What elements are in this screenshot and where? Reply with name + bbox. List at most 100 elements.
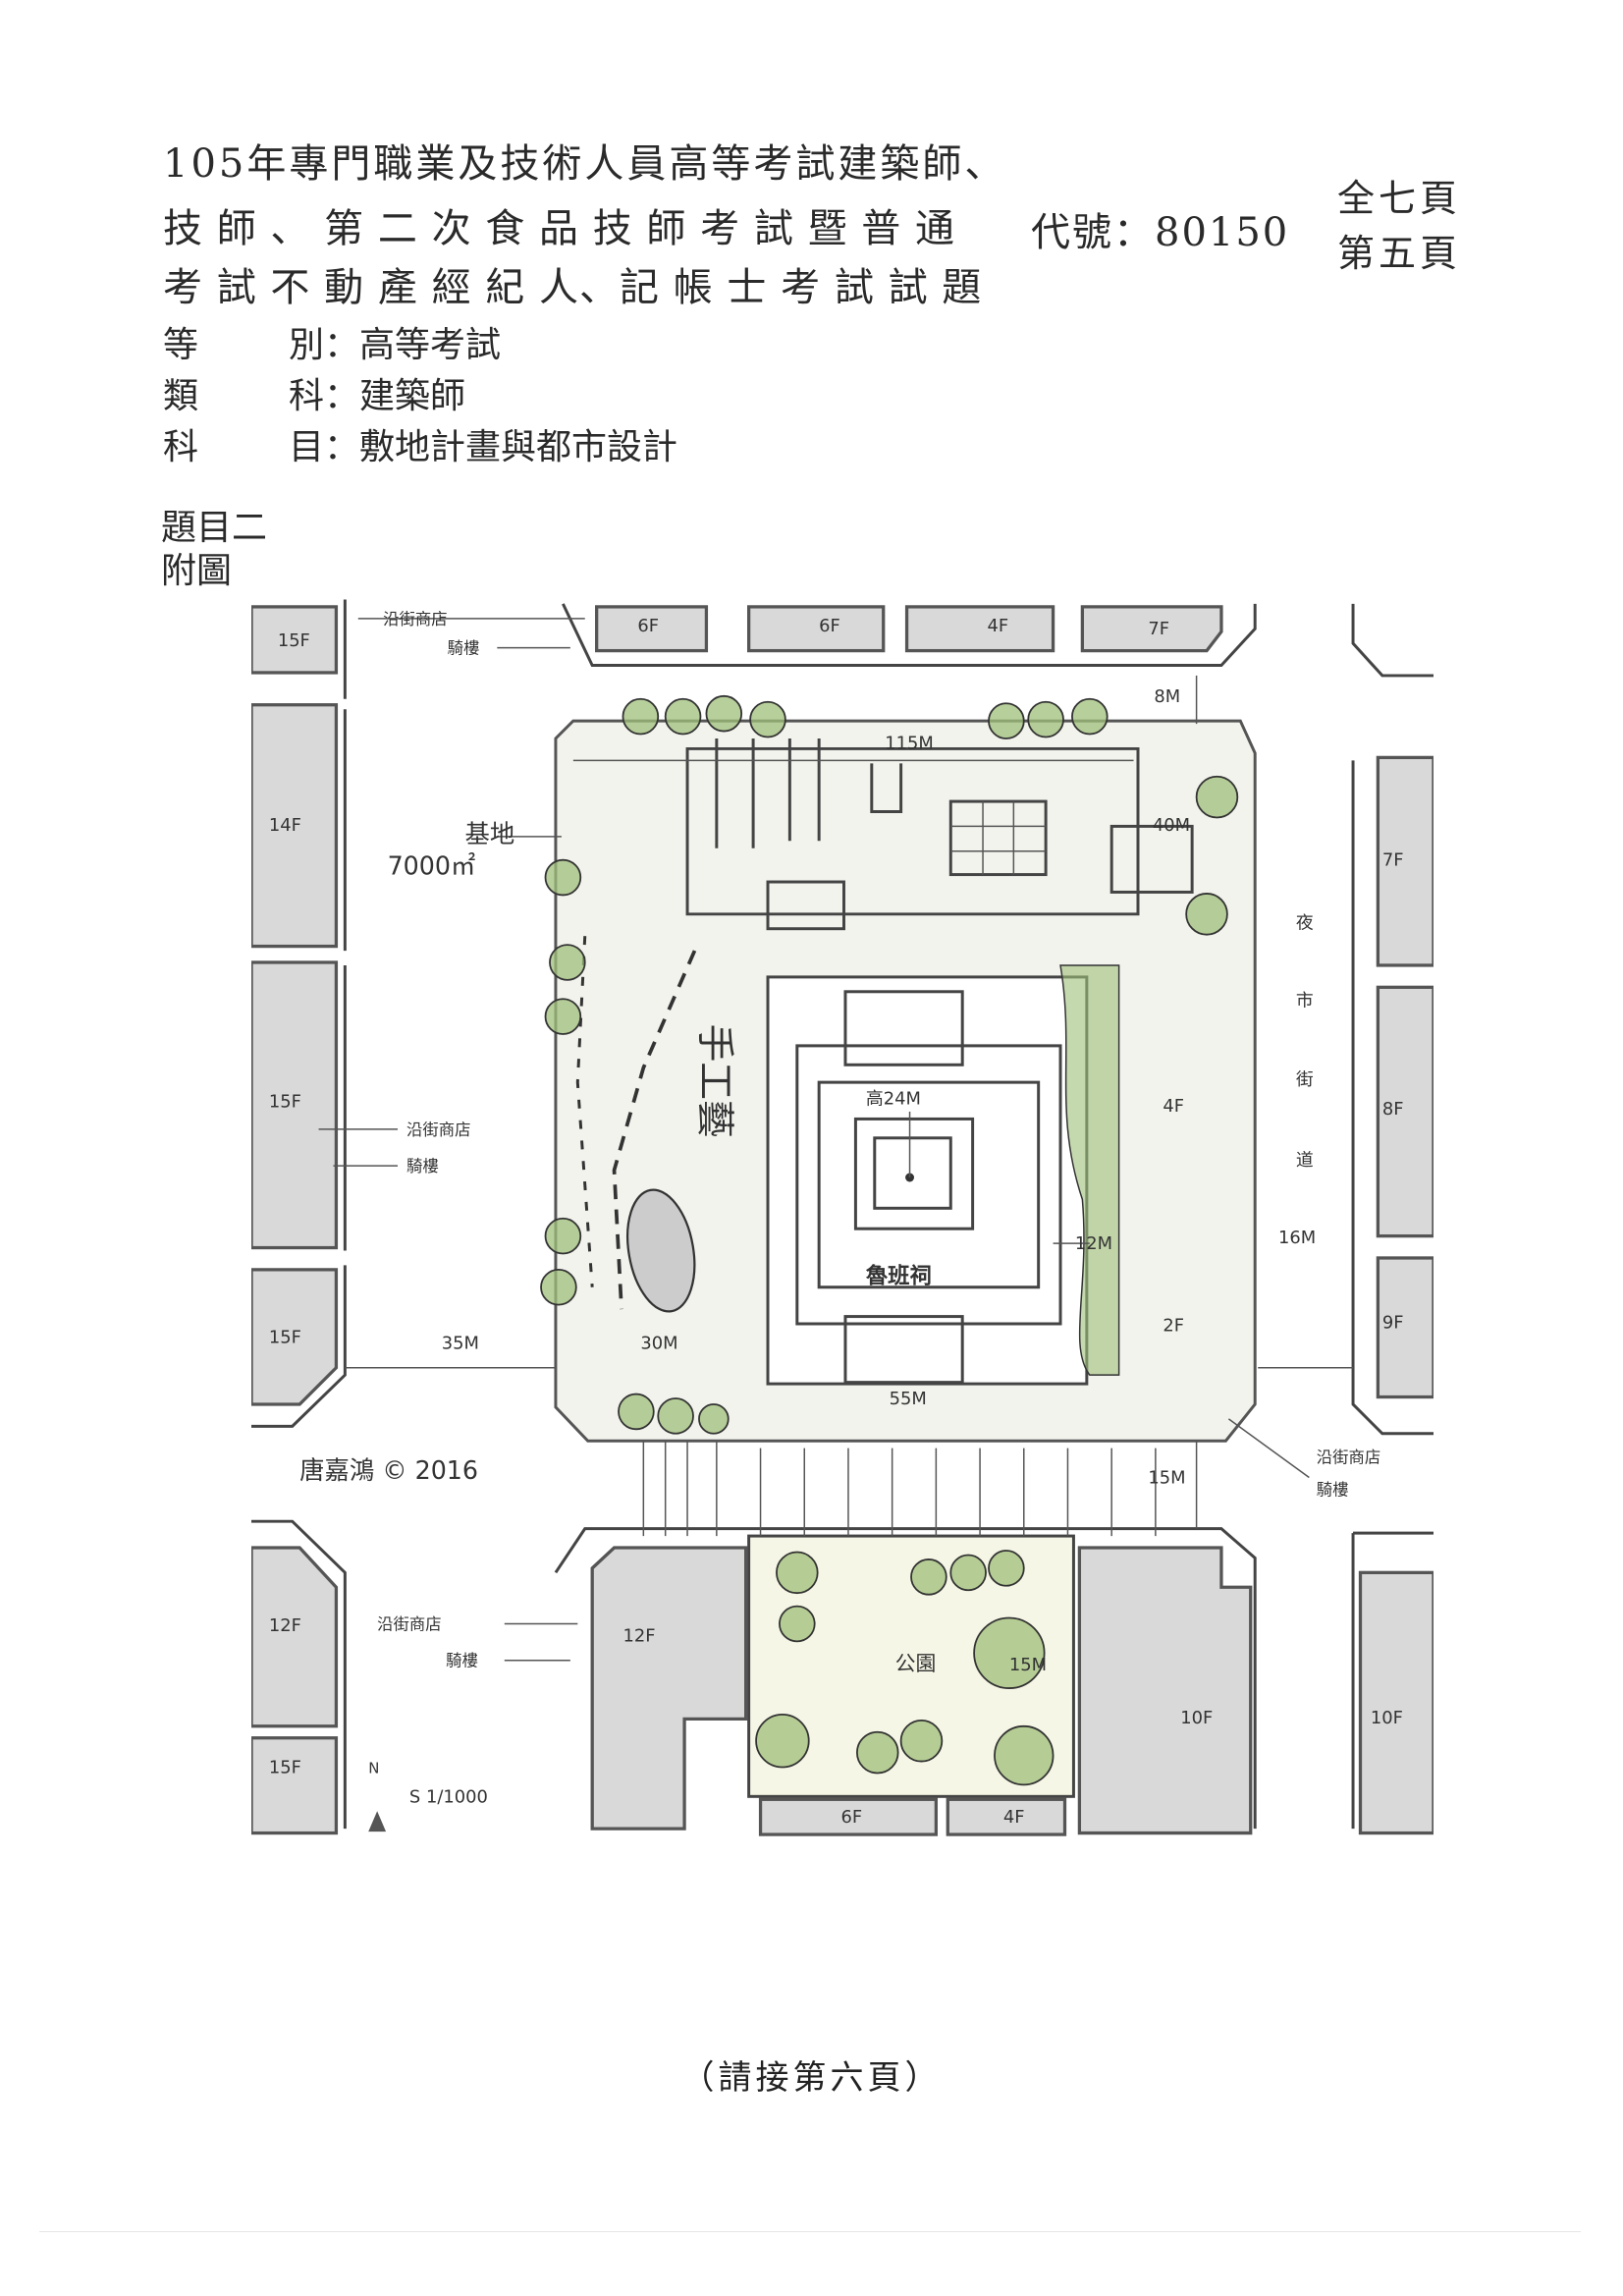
floor-label: 14F xyxy=(269,815,301,836)
street-name-char: 夜 xyxy=(1296,913,1314,934)
dimension-label: 8M xyxy=(1154,686,1180,707)
arcade-label: 騎樓 xyxy=(406,1157,439,1175)
building-top-2 xyxy=(746,605,886,653)
floor-label: 12F xyxy=(269,1615,301,1636)
street-lines xyxy=(251,599,1434,1830)
street-shops-label: 沿街商店 xyxy=(1317,1449,1381,1467)
scale-label: S 1/1000 xyxy=(409,1786,488,1807)
floor-label: 7F xyxy=(1382,850,1404,871)
temple-luban xyxy=(766,975,1089,1386)
building-top-3 xyxy=(904,605,1055,653)
building-left-4 xyxy=(251,1268,339,1406)
meta-level: 等 別：高等考試 xyxy=(163,316,501,367)
meta-key: 等 xyxy=(163,325,199,365)
dimension-label: 12M xyxy=(1075,1233,1112,1254)
building-right-2 xyxy=(1376,985,1434,1238)
crosswalk-lines xyxy=(642,1441,1157,1537)
temple-height: 高24M xyxy=(866,1089,921,1110)
meta-key: 別 xyxy=(289,325,325,365)
page-bottom-rule xyxy=(39,2231,1581,2232)
building-south-4f xyxy=(946,1797,1067,1836)
floor-label: 12F xyxy=(622,1625,655,1646)
floor-label: 6F xyxy=(819,616,840,636)
question-label: 題目二 xyxy=(161,508,268,548)
meta-key: 科 xyxy=(289,376,325,416)
walking-path xyxy=(612,950,697,1310)
building-top-4 xyxy=(1080,605,1223,653)
floor-label: 6F xyxy=(637,616,659,636)
floor-label: 4F xyxy=(1003,1807,1025,1828)
north-building xyxy=(685,738,1194,931)
floor-label: 6F xyxy=(841,1807,863,1828)
building-right-4 xyxy=(1358,1570,1434,1835)
meta-value: ：高等考試 xyxy=(324,325,502,365)
meta-category: 類 科：建築師 xyxy=(163,367,465,418)
building-left-1 xyxy=(251,605,339,675)
building-left-5 xyxy=(251,1546,339,1728)
street-name-char: 街 xyxy=(1296,1069,1314,1090)
building-right-1 xyxy=(1376,755,1434,967)
building-top-1 xyxy=(595,605,709,653)
floor-label: 10F xyxy=(1180,1708,1213,1728)
street-shops-label: 沿街商店 xyxy=(377,1614,442,1633)
dimension-label: 115M xyxy=(885,733,934,753)
park-label: 公園 xyxy=(895,1652,937,1675)
north-arrow-icon xyxy=(368,1811,387,1832)
dimension-lines xyxy=(318,618,1354,1662)
floor-label: 4F xyxy=(1163,1096,1184,1117)
exam-title-line-2: 技 師 、 第 二 次 食 品 技 師 考 試 暨 普 通 xyxy=(163,206,956,251)
meta-value: ：敷地計畫與都市設計 xyxy=(324,427,678,467)
building-south-10f xyxy=(1077,1546,1253,1835)
meta-value: ：建築師 xyxy=(324,376,466,416)
floor-label: 8F xyxy=(1382,1099,1404,1120)
arcade-label: 騎樓 xyxy=(448,639,480,658)
site-plan-figure: 15F 14F 15F 15F 12F 15F 6F 6F 4F 7F 7F 8… xyxy=(251,599,1434,1836)
floor-label: 4F xyxy=(988,616,1009,636)
building-left-6 xyxy=(251,1736,339,1835)
building-left-3 xyxy=(251,960,339,1250)
trees xyxy=(540,694,1239,1786)
handicraft-label: 手工藝 xyxy=(692,1024,736,1138)
arcade-label: 騎樓 xyxy=(446,1652,478,1670)
meta-key: 科 xyxy=(163,427,199,467)
meta-key: 目 xyxy=(289,427,325,467)
building-south-6f xyxy=(758,1797,939,1836)
exam-title-line-1: 105年專門職業及技術人員高等考試建築師、 xyxy=(163,141,1007,187)
figure-label: 附圖 xyxy=(161,551,233,591)
floor-label: 15F xyxy=(269,1092,301,1113)
north-label: N xyxy=(368,1759,379,1777)
floor-label: 10F xyxy=(1371,1708,1403,1728)
building-left-2 xyxy=(251,703,339,949)
floor-label: 15F xyxy=(269,1757,301,1777)
exam-code: 代號：80150 xyxy=(1031,210,1290,255)
street-name-char: 道 xyxy=(1296,1150,1314,1171)
copyright-label: 唐嘉鴻 © 2016 xyxy=(299,1455,478,1485)
street-name-char: 市 xyxy=(1296,991,1314,1011)
total-pages: 全七頁 xyxy=(1337,177,1462,220)
walking-path-2 xyxy=(575,936,594,1287)
street-shops-label: 沿街商店 xyxy=(406,1121,471,1139)
page-number: 第五頁 xyxy=(1337,232,1462,275)
meta-subject: 科 目：敷地計畫與都市設計 xyxy=(163,418,677,469)
dimension-label: 55M xyxy=(890,1389,927,1409)
meta-key: 類 xyxy=(163,376,199,416)
floor-label: 2F xyxy=(1163,1315,1184,1336)
floor-label: 9F xyxy=(1382,1312,1404,1333)
arcade-label: 騎樓 xyxy=(1317,1480,1349,1499)
dimension-label: 15M xyxy=(1148,1467,1185,1488)
floor-label: 7F xyxy=(1148,619,1169,639)
dimension-label: 30M xyxy=(640,1333,677,1353)
floor-label: 15F xyxy=(269,1327,301,1347)
site-area: 7000㎡ xyxy=(388,851,476,881)
continue-note: （請接第六頁） xyxy=(680,2058,943,2098)
hatched-pavilion xyxy=(626,1188,696,1313)
dimension-label: 15M xyxy=(1009,1655,1047,1675)
dimension-label: 35M xyxy=(442,1333,479,1353)
temple-name: 魯班祠 xyxy=(865,1262,932,1288)
building-south-12f xyxy=(590,1546,748,1831)
street-shops-label: 沿街商店 xyxy=(383,610,448,629)
floor-label: 15F xyxy=(278,630,310,651)
site-label: 基地 xyxy=(465,819,515,848)
exam-title-line-3: 考 試 不 動 產 經 紀 人、記 帳 士 考 試 試 題 xyxy=(163,265,983,310)
dimension-label: 16M xyxy=(1278,1228,1316,1248)
